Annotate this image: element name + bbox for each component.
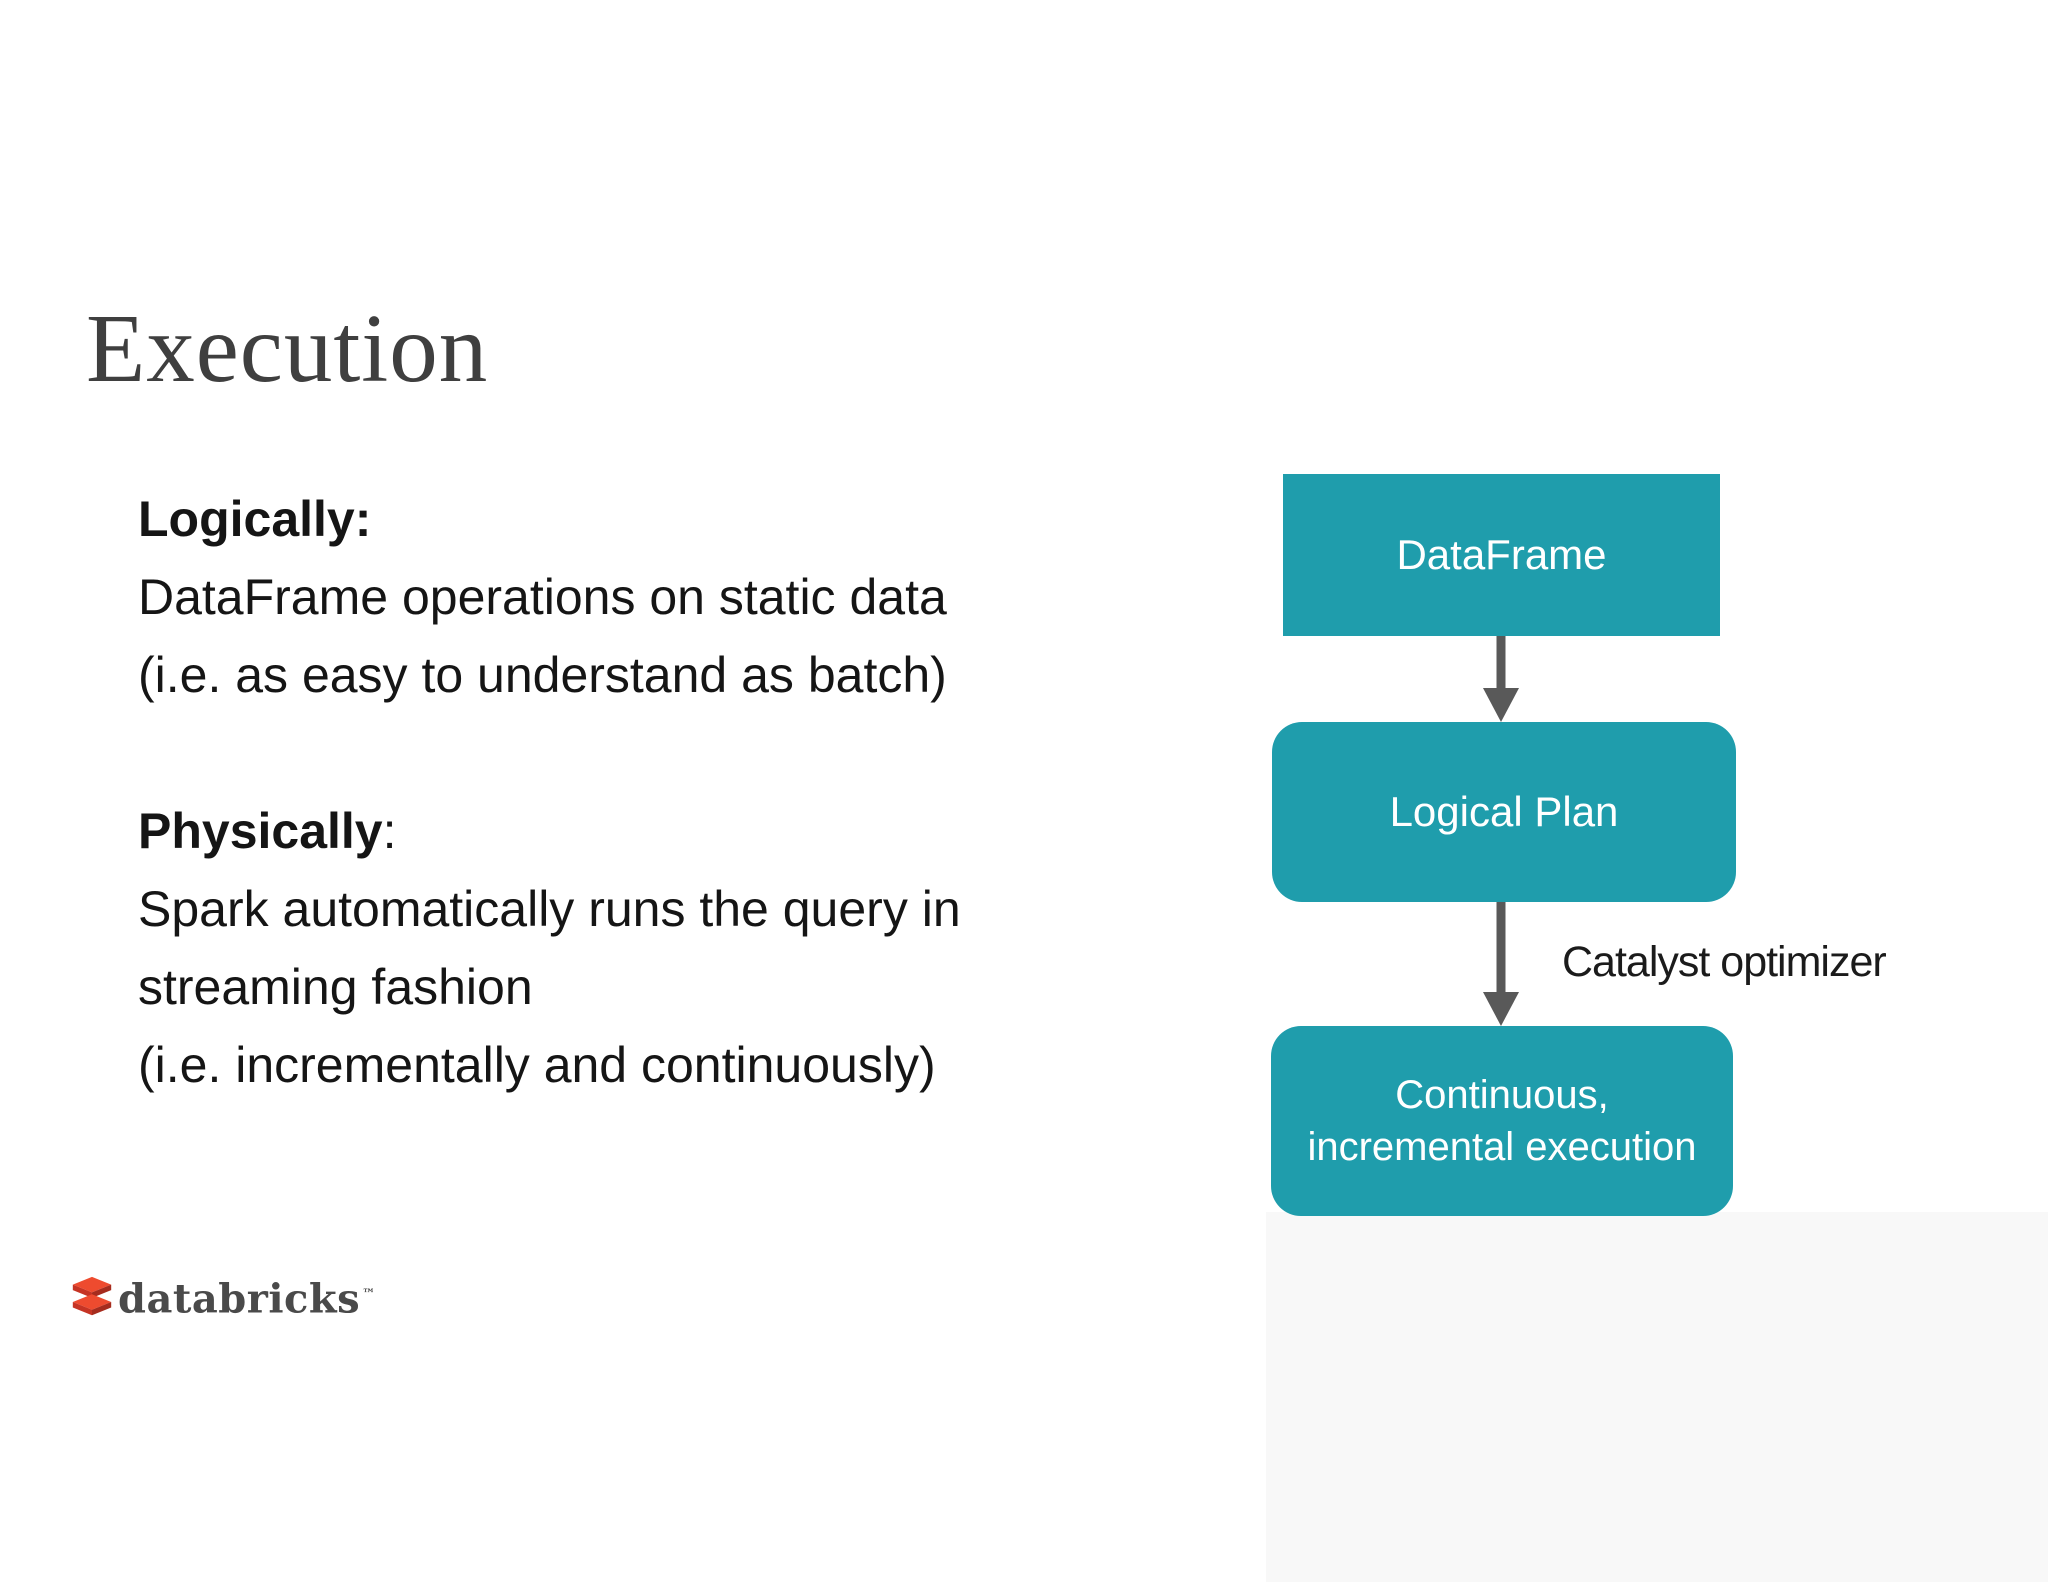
blank-line: [138, 714, 961, 792]
diagram-node-logical-plan-label: Logical Plan: [1389, 788, 1619, 835]
body-line: streaming fashion: [138, 959, 533, 1015]
section-heading-physically-colon: :: [382, 803, 397, 859]
body-line: Spark automatically runs the query in: [138, 881, 961, 937]
diagram-node-dataframe: DataFrame: [1283, 474, 1720, 636]
databricks-bricks-icon: [72, 1276, 112, 1316]
letterbox-gray-region: [1266, 1212, 2048, 1582]
body-line: DataFrame operations on static data: [138, 569, 947, 625]
section-heading-physically-text: Physically: [138, 803, 383, 859]
down-arrow-icon: [1483, 902, 1519, 1026]
body-line: (i.e. as easy to understand as batch): [138, 647, 947, 703]
diagram-node-logical-plan: Logical Plan: [1272, 722, 1736, 902]
diagram-node-dataframe-label: DataFrame: [1396, 531, 1607, 578]
diagram-node-continuous-execution-line2: incremental execution: [1307, 1125, 1697, 1169]
section-heading-logically: Logically:: [138, 491, 372, 547]
slide-title: Execution: [86, 295, 489, 402]
flow-arrow-logical-plan-to-execution: [1481, 902, 1521, 1026]
trademark-symbol: ™: [362, 1287, 376, 1302]
down-arrow-icon: [1483, 636, 1519, 722]
section-heading-physically: Physically:: [138, 792, 961, 870]
brand-name-text: databricks: [118, 1275, 361, 1323]
edge-label-catalyst-optimizer: Catalyst optimizer: [1562, 938, 1887, 986]
diagram-node-continuous-execution-line1: Continuous,: [1395, 1073, 1609, 1117]
flow-arrow-dataframe-to-logical-plan: [1481, 636, 1521, 722]
body-text-block: Logically: DataFrame operations on stati…: [138, 480, 961, 1104]
diagram-node-continuous-execution: Continuous, incremental execution: [1271, 1026, 1733, 1216]
body-line: (i.e. incrementally and continuously): [138, 1037, 936, 1093]
